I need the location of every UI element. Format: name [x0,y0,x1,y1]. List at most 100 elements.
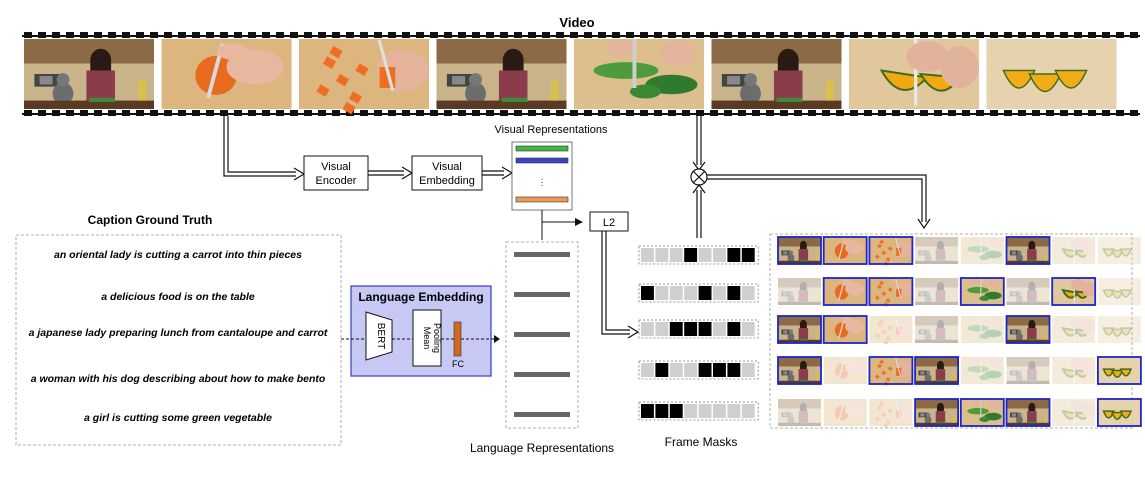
masked-frame-cell [1006,237,1050,264]
masked-frame-cell [1052,278,1096,305]
visual-encoder-label-2: Encoder [316,175,357,187]
embedding-to-repr-arrow [482,166,514,180]
l2-to-masks-arrow [601,231,640,339]
frame-mask-cell [669,363,683,377]
frame-mask-cell [698,248,712,262]
mean-pooling-block [412,309,442,367]
masked-frame-cell [915,357,959,384]
multiply-icon [693,171,705,183]
video-frame [24,39,154,109]
frame-mask-cell [641,286,654,300]
l2-box [589,211,629,232]
frame-mask-cell [684,363,698,377]
frame-mask-row [638,319,759,339]
language-repr-bar [514,252,570,257]
visual-representations-title: Visual Representations [495,124,608,136]
repr-to-l2-arrow [541,210,583,240]
masked-frame-cell [960,316,1004,343]
video-frame [436,39,567,109]
frame-mask-cell [669,248,683,262]
frame-mask-cell [641,248,654,262]
language-repr-bar [514,372,570,377]
frame-mask-cell [684,286,698,300]
video-frame [299,39,429,115]
video-frame [711,39,842,109]
masked-frame-cell [823,357,867,384]
masked-frame-cell [1097,399,1141,426]
masked-frame-cell [778,399,821,426]
masked-frame-cell [1006,316,1050,343]
frame-mask-cell [655,404,669,418]
masked-frame-row [777,236,1141,266]
caption-item: an oriental lady is cutting a carrot int… [54,249,302,261]
masked-frame-cell [823,399,867,426]
masked-frame-cell [823,278,867,305]
masked-frame-cell [915,316,959,343]
frame-mask-cell [655,363,669,377]
masked-frame-row [778,398,1142,428]
frame-mask-row [638,283,759,303]
frame-mask-cell [727,286,741,300]
masked-frame-cell [823,237,867,264]
language-repr-bar [514,292,570,297]
masked-frame-cell [869,316,913,345]
visual-repr-bar-blue [515,157,569,164]
caption-item: a delicious food is on the table [101,291,255,303]
masked-frame-cell [778,278,821,305]
language-representations-title: Language Representations [470,441,614,455]
l2-label: L2 [603,217,615,229]
masked-frame-cell [869,399,913,428]
visual-encoder-box [303,155,369,191]
masked-frame-cell [960,278,1004,305]
masked-frame-cell [869,278,913,307]
visual-encoder-label-1: Visual [321,161,351,173]
masked-frame-cell [869,357,913,386]
masked-frame-cell [1052,237,1096,264]
mean-pooling-label-2: Pooling [432,323,442,353]
masked-frame-cell [869,237,913,266]
frame-mask-cell [741,322,755,336]
caption-item: a japanese lady preparing lunch from can… [29,327,328,339]
bert-block [365,311,393,361]
visual-repr-bar-green [515,145,569,152]
visual-repr-ellipsis: ⋮ [538,177,547,187]
frame-mask-row [638,401,759,421]
frame-mask-cell [698,363,712,377]
captions-title: Caption Ground Truth [88,213,213,227]
frame-mask-cell [655,286,669,300]
video-frame [161,39,292,109]
masked-frame-row [777,356,1142,386]
masked-frame-cell [1097,237,1141,264]
frame-mask-cell [684,322,698,336]
masked-frame-cell [915,399,959,426]
frame-mask-cell [713,404,726,418]
frames-to-multiply-arrow [692,116,706,171]
masked-frame-cell [915,237,959,264]
frame-mask-cell [727,248,741,262]
bert-label: BERT [375,323,386,350]
frame-mask-cell [741,248,755,262]
frame-mask-cell [684,248,698,262]
visual-repr-bar-orange [515,196,569,203]
frame-mask-cell [698,286,712,300]
masked-frame-row [778,277,1141,307]
frame-mask-cell [684,404,698,418]
visual-embedding-label-2: Embedding [419,175,475,187]
caption-item: a woman with his dog describing about ho… [31,373,326,385]
masked-frame-cell [1097,357,1141,384]
frame-mask-cell [641,322,654,336]
masked-frame-cell [778,316,821,343]
frame-mask-cell [741,363,755,377]
masked-frame-cell [1006,399,1050,426]
masked-frame-cell [960,357,1004,384]
frame-masks-title: Frame Masks [665,435,738,449]
masked-frame-cell [1052,357,1096,384]
frame-mask-cell [698,322,712,336]
language-repr-bar [514,412,570,417]
masked-frame-row [777,315,1141,345]
frame-mask-row [638,360,759,380]
frame-mask-cell [655,322,669,336]
frame-mask-cell [669,404,683,418]
masked-frame-cell [1097,278,1141,305]
